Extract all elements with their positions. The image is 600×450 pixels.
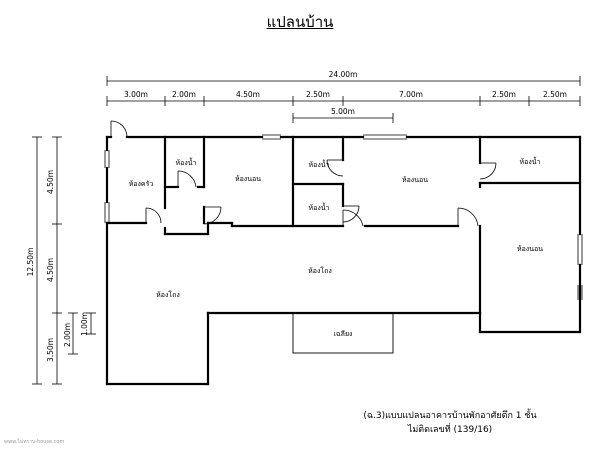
room-bathroom-1: ห้องน้ำ (176, 156, 197, 167)
room-bathroom-4: ห้องน้ำ (520, 155, 541, 166)
dim-seg-7: 2.50m (543, 90, 567, 99)
dim-sub-1: 2.00m (63, 323, 72, 347)
room-bathroom-2: ห้องน้ำ (309, 158, 330, 169)
dim-seg-1: 3.00m (124, 90, 148, 99)
room-bedroom-2: ห้องนอน (402, 176, 428, 184)
plan-caption: (ฉ.3)แบบแปลนอาคารบ้านพักอาศัยตึก 1 ชั้น (363, 411, 537, 421)
room-kitchen: ห้องครัว (129, 180, 154, 188)
room-terrace: เฉลียง (334, 330, 353, 338)
dim-seg-4: 2.50m (306, 90, 330, 99)
dim-total-depth: 12.50m (26, 248, 35, 277)
dim-sub-2: 1.00m (80, 312, 89, 336)
terrace (292, 312, 394, 354)
dim-left-1: 4.50m (46, 170, 55, 194)
dim-left-2: 4.50m (46, 258, 55, 282)
left-dimensions (32, 136, 96, 385)
top-dimensions (106, 76, 581, 123)
plan-number: ไม่ติดเลขที่ (139/16) (407, 425, 493, 435)
dim-left-3: 3.50m (46, 338, 55, 362)
dim-seg-6: 2.50m (492, 90, 516, 99)
watermark-text: www.ไม่ทราบ-house.com (4, 439, 65, 445)
dim-seg-3: 4.50m (236, 90, 260, 99)
dim-inner-segment: 5.00m (331, 107, 355, 116)
room-hall: ห้องโถง (308, 266, 332, 275)
room-bedroom-1: ห้องนอน (235, 175, 261, 183)
room-bedroom-3: ห้องนอน (517, 245, 543, 253)
doors (110, 120, 497, 227)
windows (104, 134, 583, 300)
plan-title: แปลนบ้าน (266, 13, 334, 31)
room-living: ห้องโถง (156, 290, 180, 299)
dim-seg-2: 2.00m (172, 90, 196, 99)
dim-total-width: 24.00m (329, 70, 358, 79)
room-bathroom-3: ห้องน้ำ (309, 201, 330, 212)
dim-seg-5: 7.00m (399, 90, 423, 99)
